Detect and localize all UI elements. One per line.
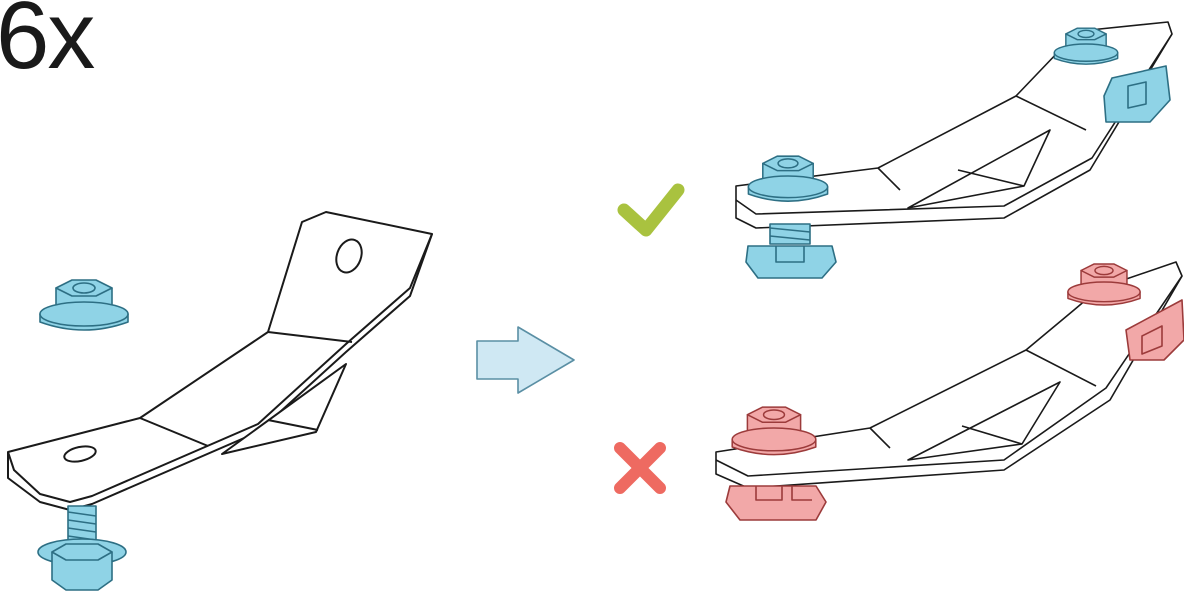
angle-bracket xyxy=(8,212,432,510)
loose-flange-nut xyxy=(40,280,128,330)
arrow-right-icon xyxy=(477,327,574,393)
bolt xyxy=(38,506,126,590)
cross-icon xyxy=(620,448,660,488)
correct-assembly xyxy=(736,22,1172,278)
incorrect-assembly xyxy=(716,262,1184,520)
check-icon xyxy=(624,190,678,230)
